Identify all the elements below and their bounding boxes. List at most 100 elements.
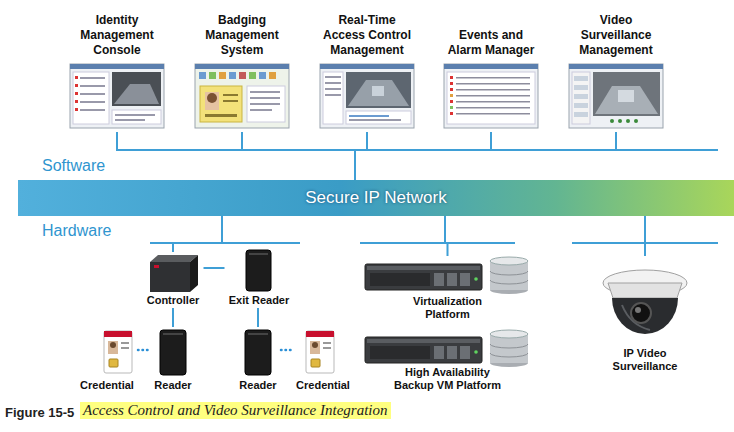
node-label: Reader — [239, 379, 276, 392]
alarm-screenshot — [450, 82, 453, 85]
console-screenshot — [70, 64, 164, 69]
reader-device — [249, 253, 268, 255]
access-control-screenshot — [320, 64, 414, 128]
badging-screenshot — [259, 72, 266, 79]
console-screenshot — [75, 108, 78, 111]
network-connector — [204, 267, 225, 269]
badging-screenshot — [249, 72, 256, 79]
console-screenshot — [114, 84, 159, 104]
server-icon — [490, 280, 528, 284]
hardware-device: IP Video Surveillance — [590, 256, 700, 374]
server-icon — [434, 273, 444, 286]
server-icon — [490, 359, 528, 367]
badging-screenshot — [195, 64, 289, 128]
credential-card — [311, 359, 320, 367]
console-screenshot — [80, 77, 105, 79]
reader-device — [160, 330, 186, 375]
credential-card — [306, 331, 334, 337]
server-icon — [365, 330, 528, 367]
server-icon — [490, 330, 528, 338]
software-screen: Badging Management System — [187, 8, 297, 132]
console-screenshot — [75, 92, 78, 95]
dome-camera — [603, 270, 687, 296]
node-label: Events and Alarm Manager — [445, 10, 537, 58]
access-control-screenshot — [323, 72, 343, 124]
controller-box — [154, 265, 159, 268]
node-label: Reader — [154, 379, 191, 392]
reader-device — [163, 333, 183, 335]
controller-box — [150, 255, 198, 292]
badging-screenshot — [199, 72, 206, 79]
server-icon — [367, 339, 480, 343]
alarm-screenshot — [450, 112, 453, 115]
dome-camera — [635, 307, 641, 313]
alarm-screenshot — [456, 89, 530, 91]
console-screenshot — [70, 64, 164, 128]
badging-screenshot — [250, 103, 280, 105]
credential-card — [312, 342, 318, 348]
badging-screenshot — [223, 100, 238, 102]
server-icon — [365, 337, 482, 363]
node-label: Badging Management System — [196, 10, 288, 58]
alarm-screenshot — [456, 77, 530, 79]
server-icon — [434, 346, 444, 359]
alarm-screenshot — [456, 83, 530, 85]
access-control-screenshot — [325, 76, 341, 78]
wireless-link — [138, 349, 150, 352]
badging-screenshot — [250, 97, 280, 99]
network-connector — [644, 216, 646, 256]
reader-device — [248, 333, 268, 335]
network-connector — [257, 308, 259, 327]
video-screenshot — [569, 64, 663, 128]
software-screen: Events and Alarm Manager — [436, 8, 546, 132]
network-connector — [117, 132, 355, 180]
controller-box — [190, 255, 198, 292]
video-screenshot — [574, 103, 588, 108]
dome-camera — [603, 270, 687, 334]
network-connector — [355, 132, 491, 180]
credential-card — [104, 331, 132, 337]
server-icon — [447, 346, 457, 359]
hardware-device: Credential — [76, 327, 138, 393]
video-screenshot — [574, 85, 588, 90]
video-screenshot — [593, 72, 660, 116]
section-label: Software — [42, 157, 105, 175]
badging-screenshot — [247, 86, 285, 122]
badging-screenshot — [205, 92, 219, 110]
video-screenshot — [574, 94, 588, 99]
console-screenshot — [112, 72, 161, 106]
access-control-screenshot — [349, 119, 401, 121]
video-screenshot — [618, 119, 622, 123]
node-label: Video Surveillance Management — [570, 10, 662, 58]
node-label: Real-Time Access Control Management — [321, 10, 413, 58]
hardware-device: Reader — [150, 327, 196, 393]
access-control-screenshot — [325, 88, 341, 90]
network-connector — [355, 132, 616, 180]
access-control-screenshot — [346, 72, 411, 108]
video-screenshot — [626, 119, 630, 123]
alarm-screenshot — [456, 95, 530, 97]
alarm-screenshot — [456, 107, 530, 109]
alarm-screenshot — [456, 113, 530, 115]
server-icon — [490, 334, 528, 363]
reader-device — [160, 330, 271, 375]
network-connector — [445, 216, 448, 256]
node-label: High Availability Backup VM Platform — [385, 366, 510, 392]
credential-card — [110, 342, 116, 348]
hardware-device: Exit Reader — [225, 247, 294, 308]
video-screenshot — [618, 90, 634, 102]
hardware-device: Controller — [143, 252, 204, 308]
network-connector — [355, 132, 367, 180]
node-label: Virtualization Platform — [398, 295, 498, 321]
credential-card — [121, 347, 129, 349]
console-screenshot — [115, 119, 145, 121]
console-screenshot — [75, 76, 78, 79]
server-icon — [490, 271, 528, 275]
server-icon — [370, 346, 430, 359]
node-label: Exit Reader — [229, 294, 290, 307]
server-icon — [490, 344, 528, 348]
alarm-screenshot — [450, 106, 453, 109]
badging-screenshot — [205, 114, 237, 117]
server-icon — [367, 266, 480, 270]
software-screen: Video Surveillance Management — [561, 8, 671, 132]
